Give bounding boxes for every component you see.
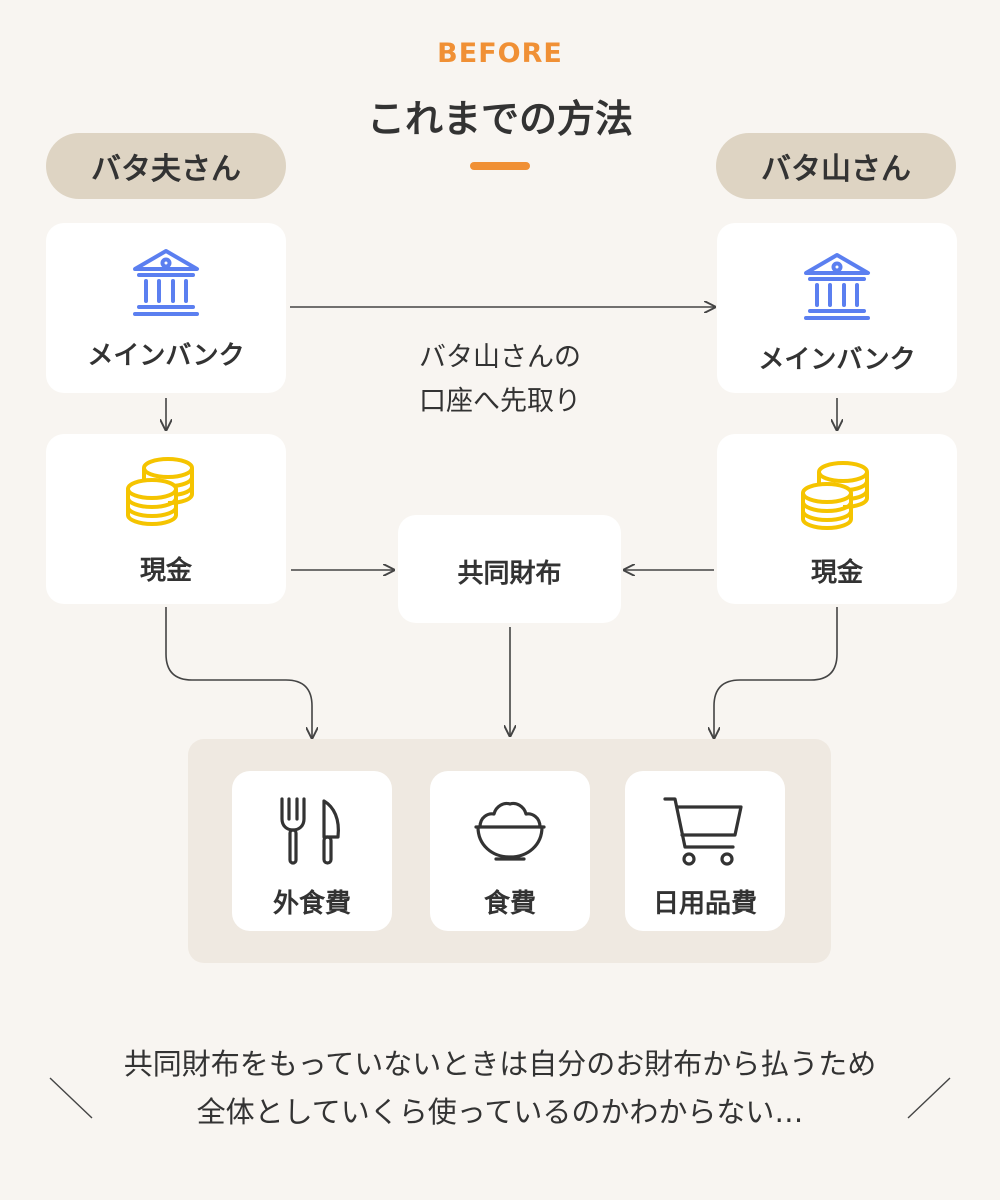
transfer-note-line1: バタ山さんの (419, 342, 581, 373)
footer-deco-left (49, 1077, 93, 1119)
footer-line1: 共同財布をもっていないときは自分のお財布から払うため (123, 1047, 877, 1081)
shared-wallet-label: 共同財布 (457, 559, 562, 589)
arrow-left-cash-to-expenses (165, 607, 312, 738)
expense-label-daily-goods: 日用品費 (652, 889, 757, 919)
bank-icon (804, 253, 870, 320)
shopping-cart-icon (663, 797, 743, 866)
footer-line2: 全体としていくら使っているのかわからない… (196, 1095, 804, 1129)
title-underline (470, 162, 530, 170)
expense-card-daily-goods: 日用品費 (625, 771, 785, 931)
footer-note: 共同財布をもっていないときは自分のお財布から払うため 全体としていくら使っている… (0, 1040, 1000, 1136)
left-bank-label: メインバンク (87, 341, 245, 371)
right-bank-card: メインバンク (717, 223, 957, 393)
right-bank-label: メインバンク (758, 345, 916, 375)
left-bank-card: メインバンク (46, 223, 286, 393)
rice-bowl-icon (474, 801, 546, 861)
shared-wallet-card: 共同財布 (398, 515, 621, 623)
left-cash-card: 現金 (46, 434, 286, 604)
expense-label-food: 食費 (483, 889, 536, 919)
fork-knife-icon (280, 797, 340, 865)
left-cash-label: 現金 (139, 556, 192, 586)
transfer-note-line2: 口座へ先取り (419, 386, 581, 417)
before-label: BEFORE (437, 38, 563, 69)
page-title: これまでの方法 (366, 97, 633, 141)
expense-label-dining-out: 外食費 (272, 889, 351, 919)
right-cash-card: 現金 (717, 434, 957, 604)
transfer-note: バタ山さんの 口座へ先取り (390, 336, 610, 424)
person-pill-right: バタ山さん (716, 133, 956, 199)
footer-deco-right (907, 1077, 951, 1119)
person-pill-left: バタ夫さん (46, 133, 286, 199)
bank-icon (133, 249, 199, 316)
right-cash-label: 現金 (810, 558, 863, 588)
expense-card-dining-out: 外食費 (232, 771, 392, 931)
coins-icon (126, 457, 194, 527)
arrow-right-cash-to-expenses (714, 607, 838, 738)
expense-card-food: 食費 (430, 771, 590, 931)
coins-icon (801, 461, 869, 531)
